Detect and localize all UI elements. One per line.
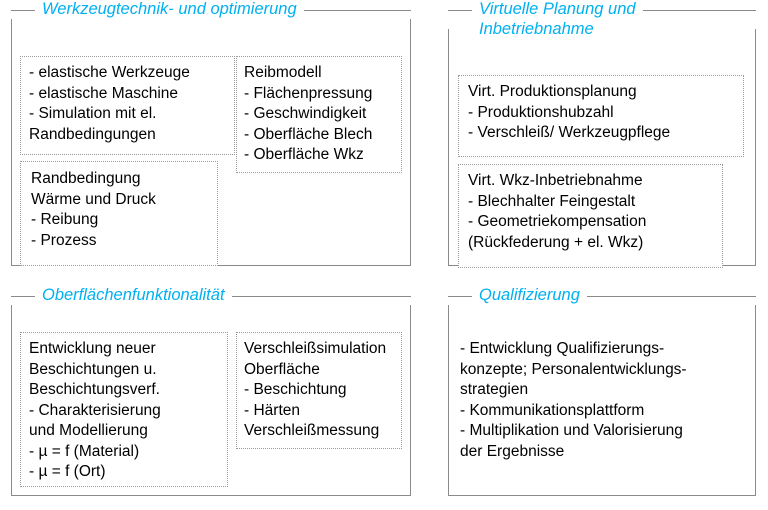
box-text: Entwicklung neuer Beschichtungen u. Besc… — [29, 340, 161, 480]
box-virt-wkz-inbetriebnahme: Virt. Wkz-Inbetriebnahme - Blechhalter F… — [458, 164, 723, 268]
panel-qualifizierung: Qualifizierung - Entwicklung Qualifizier… — [448, 286, 756, 496]
box-entwicklung-beschichtungen: Entwicklung neuer Beschichtungen u. Besc… — [20, 332, 228, 487]
panel-frame — [11, 305, 411, 496]
box-text: Randbedingung Wärme und Druck - Reibung … — [31, 170, 156, 249]
panel-frame — [448, 305, 756, 496]
panel-body: Entwicklung neuer Beschichtungen u. Besc… — [11, 305, 411, 496]
box-text: Verschleißsimulation Oberfläche - Beschi… — [244, 340, 387, 439]
panel-title-werkzeugtechnik: Werkzeugtechnik- und optimierung — [42, 0, 297, 18]
legend-rule-left — [11, 295, 35, 297]
panel-virtuelle-planung: Virtuelle Planung und Inbetriebnahme Vir… — [448, 0, 756, 268]
box-verschleisssimulation: Verschleißsimulation Oberfläche - Beschi… — [236, 332, 402, 449]
panel-body: Virt. Produktionsplanung - Produktionshu… — [448, 29, 756, 268]
box-elastische-werkzeuge: - elastische Werkzeuge - elastische Masc… — [20, 56, 235, 155]
box-text: Virt. Wkz-Inbetriebnahme - Blechhalter F… — [468, 172, 647, 251]
box-text: Virt. Produktionsplanung - Produktionshu… — [468, 83, 671, 141]
panel-title-qualifizierung: Qualifizierung — [479, 286, 580, 304]
legend-rule-right — [231, 295, 411, 297]
panel-title-virtuelle-planung: Virtuelle Planung und Inbetriebnahme — [479, 0, 636, 38]
legend-rule-left — [11, 9, 35, 11]
panel-oberflaechenfunktionalitaet: Oberflächenfunktionalität Entwicklung ne… — [11, 286, 411, 496]
panel-body: - Entwicklung Qualifizierungs- konzepte;… — [448, 305, 756, 496]
legend-rule-right — [586, 295, 756, 297]
legend-rule-right — [303, 9, 411, 11]
panel-title-oberflaechenfunktionalitaet: Oberflächenfunktionalität — [42, 286, 225, 304]
legend-rule-left — [448, 295, 472, 297]
box-virt-produktionsplanung: Virt. Produktionsplanung - Produktionshu… — [458, 75, 744, 157]
box-randbedingung: Randbedingung Wärme und Druck - Reibung … — [20, 161, 218, 266]
legend-rule-left — [448, 9, 472, 11]
panel-body: - elastische Werkzeuge - elastische Masc… — [11, 19, 411, 266]
legend-rule-right — [642, 9, 756, 11]
qualifizierung-bullet-list: - Entwicklung Qualifizierungs- konzepte;… — [460, 340, 687, 460]
box-text: - elastische Werkzeuge - elastische Masc… — [29, 64, 190, 143]
box-text: Reibmodell - Flächenpressung - Geschwind… — [244, 64, 373, 163]
panel-werkzeugtechnik: Werkzeugtechnik- und optimierung - elast… — [11, 0, 411, 266]
box-reibmodell: Reibmodell - Flächenpressung - Geschwind… — [236, 56, 402, 173]
